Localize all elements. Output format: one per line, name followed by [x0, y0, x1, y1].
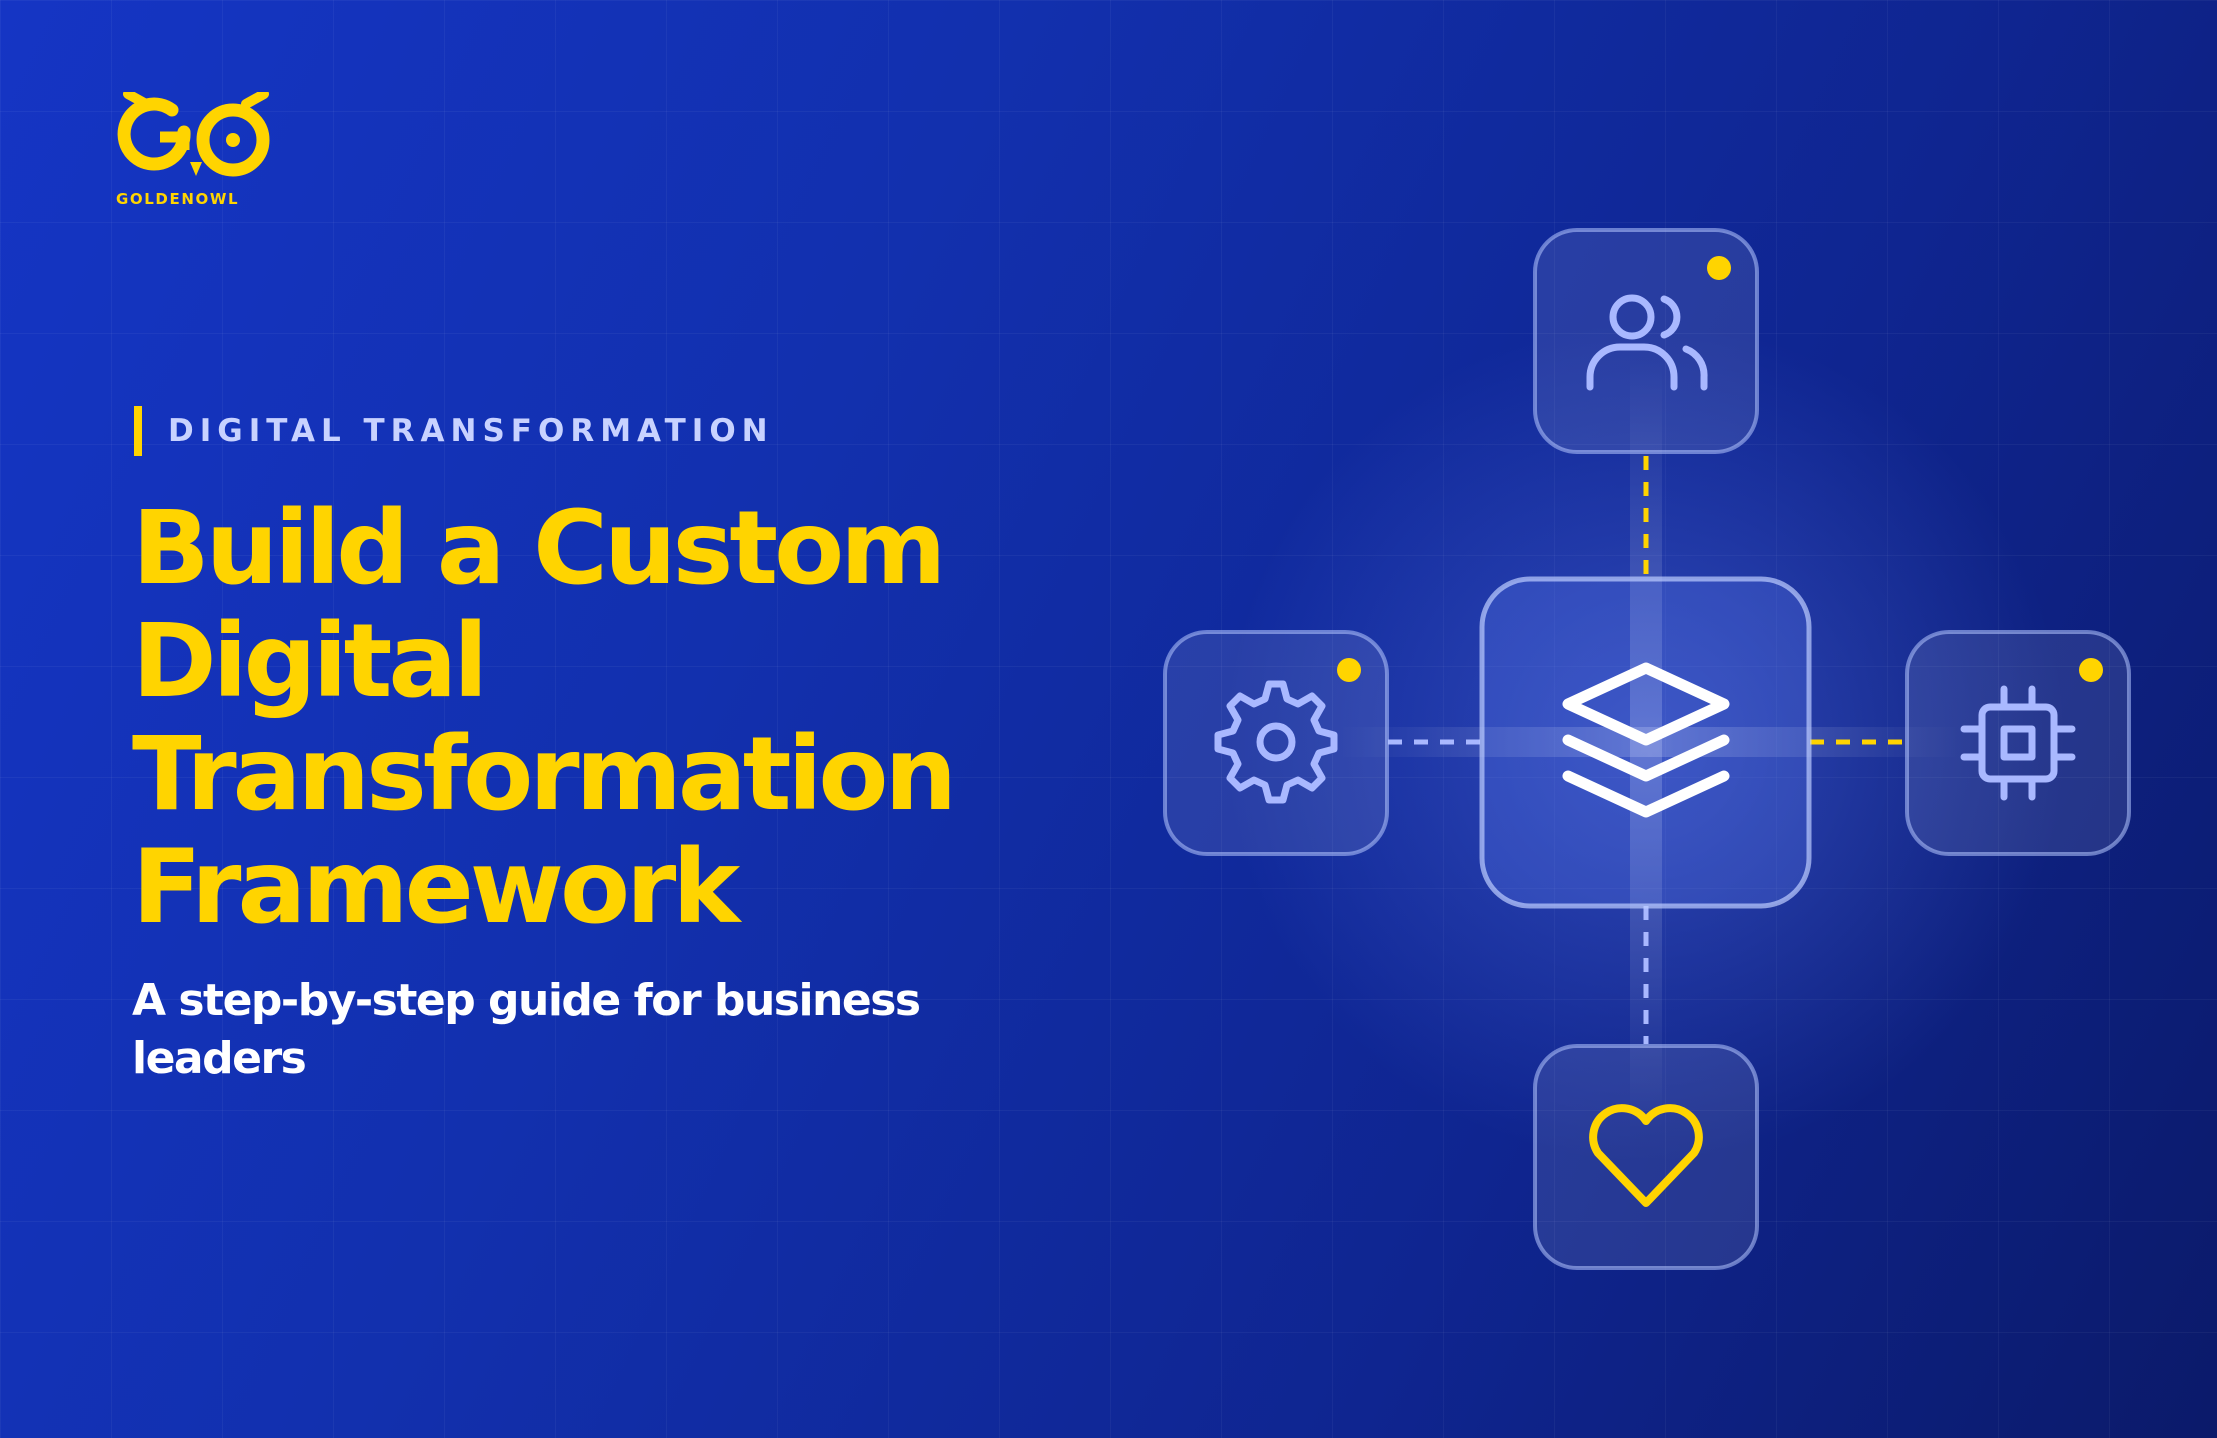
page-title: Build a Custom Digital Transformation Fr… — [132, 492, 1032, 944]
title-line: Framework — [132, 828, 740, 947]
heart-icon — [1589, 1104, 1703, 1207]
title-line: Digital — [132, 602, 488, 721]
subtitle: A step-by-step guide for business leader… — [132, 975, 921, 1084]
owl-logo-icon — [117, 92, 270, 177]
goldenowl-logo: GOLDENOWL — [116, 92, 276, 208]
title-line: Transformation — [132, 715, 957, 834]
users-icon — [1586, 294, 1708, 391]
layers-icon — [1562, 662, 1730, 818]
node-chip — [1905, 630, 2131, 856]
title-line: Build a Custom — [132, 489, 946, 608]
cpu-chip-icon — [1960, 685, 2076, 801]
status-dot — [1337, 658, 1361, 682]
eyebrow-text: DIGITAL TRANSFORMATION — [168, 413, 774, 449]
node-settings — [1163, 630, 1389, 856]
node-center-layers — [1479, 576, 1812, 909]
brand-name: GOLDENOWL — [116, 190, 240, 208]
node-heart — [1533, 1044, 1759, 1270]
status-dot — [2079, 658, 2103, 682]
gear-icon — [1214, 680, 1338, 804]
status-dot — [1707, 256, 1731, 280]
node-users — [1533, 228, 1759, 454]
eyebrow-label: DIGITAL TRANSFORMATION — [134, 406, 774, 456]
